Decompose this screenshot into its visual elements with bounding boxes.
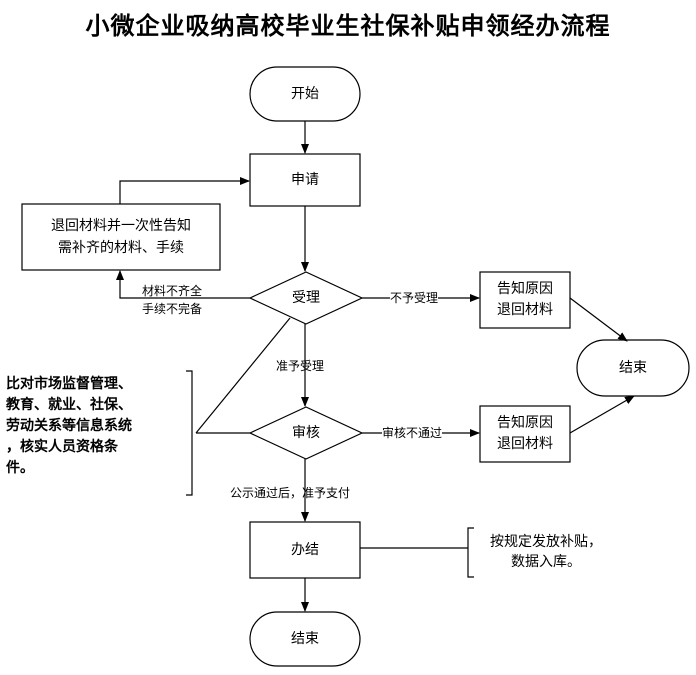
end-bottom-label: 结束	[291, 631, 319, 647]
note-bracket-right	[467, 527, 474, 578]
note-connector-left-2	[195, 317, 291, 434]
apply-label: 申请	[291, 172, 319, 188]
note-left-line-1: 比对市场监督管理、	[6, 376, 132, 392]
edge-reject2-end	[569, 395, 635, 434]
review-label: 审核	[292, 425, 320, 441]
reject-notice-1-label-1: 告知原因	[497, 281, 553, 297]
start-label: 开始	[291, 86, 319, 102]
diagram-title: 小微企业吸纳高校毕业生社保补贴申领经办流程	[85, 12, 611, 40]
reject-notice-2-label-2: 退回材料	[497, 436, 553, 452]
reject-notice-box-1	[479, 271, 571, 329]
note-left-line-2: 教育、就业、社保、	[6, 397, 132, 413]
end-right-label: 结束	[619, 360, 647, 376]
edge-label-incomplete-2: 手续不完备	[142, 302, 203, 316]
edge-label-incomplete-1: 材料不齐全	[142, 284, 203, 298]
note-bracket-left	[186, 370, 193, 496]
reject-notice-2-label-1: 告知原因	[497, 415, 553, 431]
edge-return-apply	[119, 177, 250, 204]
edge-label-not-accepted: 不予受理	[390, 290, 439, 307]
note-right: 按规定发放补贴， 数据入库。	[476, 532, 616, 572]
complete-box	[249, 521, 361, 579]
note-left-line-5: 件。	[6, 460, 34, 476]
edge-label-review-failed: 审核不通过	[382, 425, 443, 442]
note-left-line-3: 劳动关系等信息系统	[6, 418, 132, 434]
accept-label: 受理	[292, 290, 320, 306]
reject-notice-box-2	[479, 405, 571, 463]
note-right-line-2: 数据入库。	[511, 554, 581, 570]
edge-reject1-end	[569, 297, 628, 342]
return-materials-label-1: 退回材料并一次性告知	[51, 218, 191, 234]
edge-label-approved: 公示通过后，准予支付	[230, 486, 351, 500]
edge-label-accepted: 准予受理	[276, 359, 325, 373]
end-bottom-terminal	[249, 611, 361, 667]
return-materials-box	[21, 203, 221, 271]
note-left-line-4: ，核实人员资格条	[6, 439, 118, 455]
note-right-line-1: 按规定发放补贴，	[490, 534, 602, 550]
reject-notice-1-label-2: 退回材料	[497, 302, 553, 318]
edge-accept-return	[116, 270, 250, 299]
complete-label: 办结	[291, 542, 319, 558]
note-left: 比对市场监督管理、 教育、就业、社保、 劳动关系等信息系统 ，核实人员资格条 件…	[6, 374, 186, 479]
return-materials-label-2: 需补齐的材料、手续	[58, 240, 184, 256]
